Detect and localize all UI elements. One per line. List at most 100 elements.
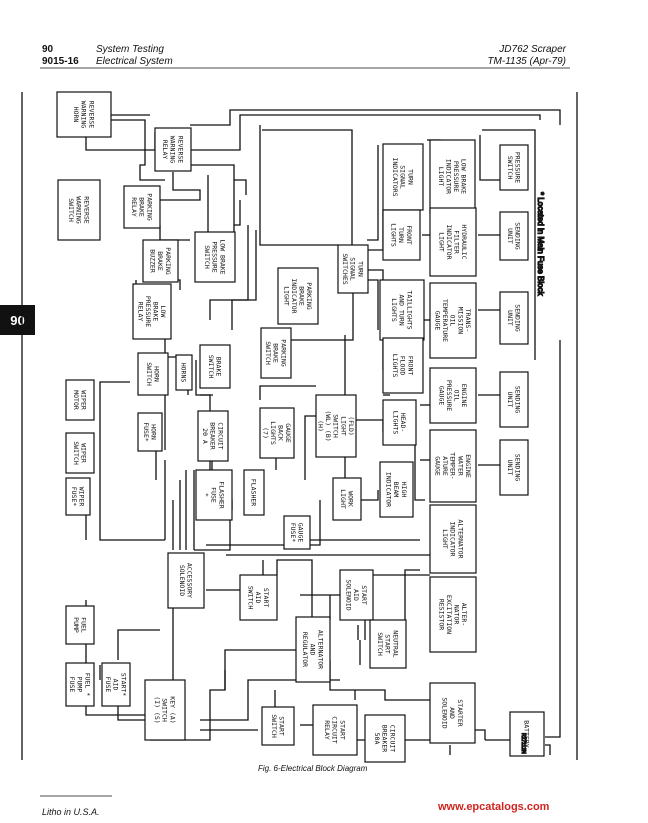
transmission-oil-temperature-gauge-block: TRANS-MISSIONOILTEMPERATUREGAUGE <box>429 282 477 359</box>
start-aid-fuse-block: START*AIDFUSE <box>101 662 131 707</box>
starter-and-solenoid-label: STARTERANDSOLENOID <box>441 697 464 728</box>
sending-unit-2-block: SENDINGUNIT <box>499 291 529 345</box>
sending-unit-3-label: SENDINGUNIT <box>506 386 522 413</box>
parking-brake-relay-label: PARKINGBRAKERELAY <box>130 193 153 220</box>
circuit-breaker-20a-label: CIRCUITBREAKER20 A <box>201 422 224 449</box>
brake-switch-block: BRAKESWITCH <box>199 344 231 389</box>
manual-code: TM-1135 (Apr-79) <box>487 56 566 67</box>
start-aid-switch-block: STARTAIDSWITCH <box>239 574 278 621</box>
circuit-breaker-50a-label: CIRCUITBREAKER50A <box>373 725 396 752</box>
gauge-fuse-label: GAUGEFUSE* <box>289 523 305 543</box>
low-brake-pressure-relay-block: LOWBRAKEPRESSURERELAY <box>132 283 172 340</box>
transmission-oil-temperature-gauge-label: TRANS-MISSIONOILTEMPERATUREGAUGE <box>434 299 472 342</box>
start-circuit-relay-label: STARTCIRCUITRELAY <box>323 716 346 743</box>
front-flood-lights-block: FRONTFLOODLIGHTS <box>382 337 424 394</box>
footer-litho: Litho in U.S.A. <box>42 807 100 817</box>
engine-water-temperature-gauge-label: ENGINEWATERTEMPER-ATUREGAUGE <box>434 452 472 479</box>
alternator-and-regulator-label: ALTERNATORANDREGULATOR <box>301 630 324 669</box>
start-switch-label: STARTSWITCH <box>270 714 286 738</box>
headlights-block: HEAD-LIGHTS <box>382 399 417 446</box>
low-brake-pressure-switch-block: LOW BRAKEPRESSURESWITCH <box>194 231 236 283</box>
engine-oil-pressure-gauge-block: ENGINEOILPRESSUREGAUGE <box>429 367 477 424</box>
reverse-warning-relay-block: REVERSEWARNINGRELAY <box>154 127 192 172</box>
wiper-switch-label: WIPERSWITCH <box>72 441 88 465</box>
horns-label: HORNS <box>180 363 188 383</box>
gauge-back-lights-block: GAUGEBACKLIGHTS(7) <box>259 407 295 459</box>
engine-oil-pressure-gauge-label: ENGINEOILPRESSUREGAUGE <box>437 380 468 411</box>
start-aid-fuse-label: START*AIDFUSE <box>104 673 127 697</box>
gauge-back-lights-label: GAUGEBACKLIGHTS(7) <box>261 421 292 445</box>
reverse-warning-horn-block: REVERSEWARNINGHORN <box>56 91 112 138</box>
wiper-switch-block: WIPERSWITCH <box>65 432 95 474</box>
front-turn-lights-label: FRONTTURNLIGHTS <box>390 223 413 247</box>
sending-unit-4-label: SENDINGUNIT <box>506 454 522 481</box>
start-circuit-relay-block: STARTCIRCUITRELAY <box>312 704 358 756</box>
wiper-motor-block: WIPERMOTOR <box>65 379 95 421</box>
start-aid-solenoid-block: STARTAIDSOLENOID <box>339 569 374 621</box>
turn-signal-switches-block: TURNSIGNALSWITCHES <box>337 244 369 294</box>
key-switch-block: KEY (A)SWITCH(I) (S) <box>144 679 186 741</box>
battery-label: BATTERY <box>523 720 531 747</box>
parking-brake-buzzer-label: PARKINGBRAKEBUZZER <box>149 247 172 274</box>
circuit-breaker-50a-block: CIRCUITBREAKER50A <box>364 714 406 763</box>
figure-caption: Fig. 6-Electrical Block Diagram <box>258 764 368 773</box>
section-subtitle: Electrical System <box>96 56 173 67</box>
horn-fuse-block: HORNFUSE* <box>137 412 163 452</box>
accessory-solenoid-block: ACCESSORYSOLENOID <box>167 552 205 609</box>
starter-and-solenoid-block: STARTERANDSOLENOID <box>429 682 476 744</box>
low-brake-pressure-indicator-light-block: LOW BRAKEPRESSUREINDICATORLIGHT <box>429 139 476 214</box>
alternator-indicator-light-block: ALTERNATORINDICATORLIGHT <box>429 504 477 574</box>
high-beam-indicator-label: HIGHBEAMINDICATOR <box>385 472 408 507</box>
horn-fuse-label: HORNFUSE* <box>142 422 158 442</box>
page-code: 9015-16 <box>42 56 79 67</box>
pressure-switch-block: PRESSURESWITCH <box>499 144 529 191</box>
reverse-warning-switch-block: REVERSEWARNINGSWITCH <box>57 179 101 241</box>
parking-brake-switch-block: PARKINGBRAKESWITCH <box>260 327 292 379</box>
work-light-block: WORKLIGHT <box>332 477 362 521</box>
neutral-start-switch-block: NEUTRALSTARTSWITCH <box>369 619 407 669</box>
flasher-label: FLASHER <box>250 479 258 506</box>
start-switch-block: STARTSWITCH <box>261 706 295 746</box>
fuel-pump-block: FUELPUMP <box>65 605 95 645</box>
work-light-label: WORKLIGHT <box>339 489 355 509</box>
hydraulic-filter-indicator-light-label: HYDRAULICFILTERINDICATORLIGHT <box>437 224 468 259</box>
flasher-fuse-label: FLASHERFUSE* <box>202 481 225 508</box>
reverse-warning-switch-label: REVERSEWARNINGSWITCH <box>67 196 90 223</box>
parking-brake-buzzer-block: PARKINGBRAKEBUZZER <box>142 239 179 283</box>
parking-brake-indicator-light-label: PARKINGBRAKEINDICATORLIGHT <box>282 278 313 313</box>
light-switch-label: (FLD)LIGHTSWITCH(WL) (B)(H) <box>317 410 355 441</box>
flasher-block: FLASHER <box>243 469 265 516</box>
turn-signal-indicators-label: TURNSIGNALINDICATORS <box>391 157 414 196</box>
alternator-indicator-light-label: ALTERNATORINDICATORLIGHT <box>441 519 464 558</box>
sending-unit-2-label: SENDINGUNIT <box>506 304 522 331</box>
start-aid-switch-label: STARTAIDSWITCH <box>247 586 270 610</box>
turn-signal-switches-label: TURNSIGNALSWITCHES <box>341 253 364 284</box>
alternator-and-regulator-block: ALTERNATORANDREGULATOR <box>295 616 331 683</box>
footer-website[interactable]: www.epcatalogs.com <box>438 801 550 813</box>
reverse-warning-relay-label: REVERSEWARNINGRELAY <box>161 136 184 163</box>
sending-unit-1-label: SENDINGUNIT <box>506 222 522 249</box>
parking-brake-switch-label: PARKINGBRAKESWITCH <box>264 339 287 366</box>
alternator-excitation-resistor-block: ALTER-NATOREXCITATIONRESISTOR <box>429 576 477 653</box>
sending-unit-3-block: SENDINGUNIT <box>499 371 529 428</box>
horn-switch-label: HORNSWITCH <box>145 362 161 386</box>
battery-block: BATTERY <box>509 711 545 757</box>
fuse-block-note: * Located in Main Fuse Block <box>536 192 545 297</box>
accessory-solenoid-label: ACCESSORYSOLENOID <box>178 563 194 598</box>
circuit-breaker-20a-block: CIRCUITBREAKER20 A <box>197 410 229 462</box>
pressure-switch-label: PRESSURESWITCH <box>506 152 522 183</box>
horn-switch-block: HORNSWITCH <box>137 352 169 396</box>
wiper-fuse-block: WIPERFUSE* <box>65 477 91 516</box>
figure-code: R27112N <box>520 733 526 754</box>
fuel-pump-fuse-label: FUEL *PUMPFUSE <box>68 673 91 697</box>
low-brake-pressure-relay-label: LOWBRAKEPRESSURERELAY <box>136 296 167 327</box>
neutral-start-switch-label: NEUTRALSTARTSWITCH <box>376 630 399 657</box>
wiper-fuse-label: WIPERFUSE* <box>70 487 86 507</box>
engine-water-temperature-gauge-block: ENGINEWATERTEMPER-ATUREGAUGE <box>429 429 477 503</box>
gauge-fuse-block: GAUGEFUSE* <box>283 515 311 550</box>
fuel-pump-label: FUELPUMP <box>72 617 88 633</box>
taillights-and-turn-lights-label: TAILLIGHTSAND TURNLIGHTS <box>390 290 413 329</box>
section-title: System Testing <box>96 44 164 55</box>
hydraulic-filter-indicator-light-block: HYDRAULICFILTERINDICATORLIGHT <box>429 207 477 277</box>
